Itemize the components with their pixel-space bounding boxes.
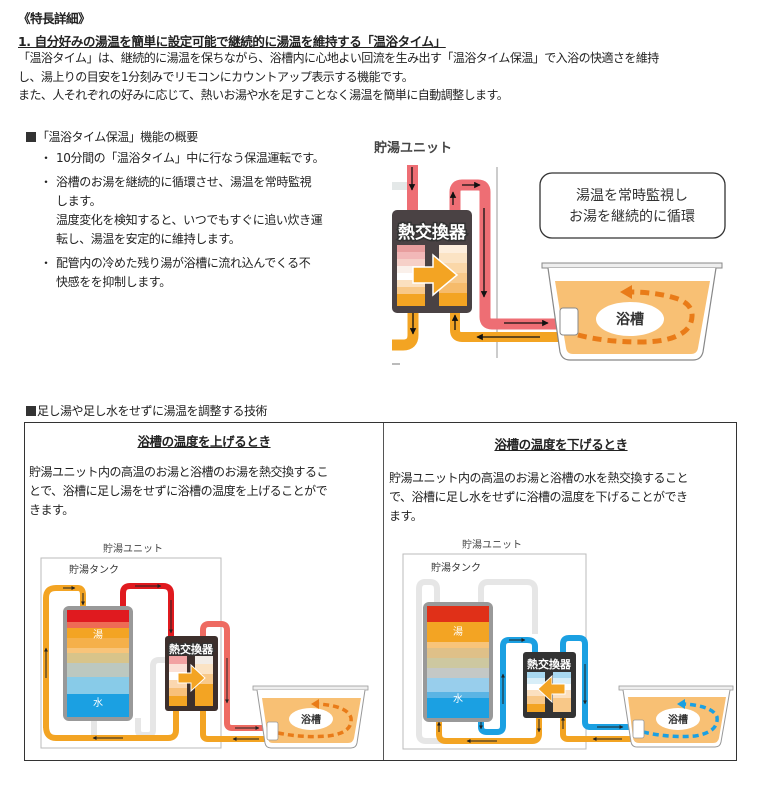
bathtub <box>252 685 369 749</box>
bullet-dot: ・ <box>40 256 52 270</box>
bullet-dot: ・ <box>40 151 52 165</box>
storage-tank <box>423 602 493 722</box>
intro-line: し、湯上りの目安を1分刻みでリモコンにカウントアップ表示する機能です。 <box>18 69 414 84</box>
warm-pipe <box>450 310 570 342</box>
feature-intro: 「温浴タイム」は、継続的に湯温を保ちながら、浴槽内に心地よい回流を生み出す「温浴… <box>18 49 758 105</box>
column-text-lower: 貯湯ユニット内の高温のお湯と浴槽の水を熱交換すること で、浴槽に足し水をせずに浴… <box>389 469 737 526</box>
lower-temp-diagram: 貯湯ユニット 貯湯タンク <box>402 538 734 750</box>
hot-label: 湯 <box>93 628 103 641</box>
warm-pipe <box>560 712 633 742</box>
storage-tank <box>63 606 133 721</box>
overview-bullets: ・ 10分間の「温浴タイム」中に行なう保温運転です。 ・ 浴槽のお湯を継続的に循… <box>40 149 360 297</box>
technique-title-text: 足し湯や足し水をせずに湯温を調整する技術 <box>37 404 268 418</box>
column-title-lower: 浴槽の温度を下げるとき <box>494 437 628 452</box>
pipe-stub <box>392 182 418 190</box>
text-line: 貯湯ユニット内の高温のお湯と浴槽のお湯を熱交換するこ <box>29 465 329 479</box>
heat-exchanger <box>523 652 576 718</box>
overview-title: 「温浴タイム保温」機能の概要 <box>26 128 198 145</box>
bullet-line: 快感をを抑制します。 <box>56 275 171 289</box>
tub-label: 浴槽 <box>301 713 321 726</box>
bullet-line: 温度変化を検知すると、いつでもすぐに追い炊き運 <box>56 213 323 227</box>
hot-label: 湯 <box>453 625 463 638</box>
blue-pipe <box>560 635 633 730</box>
bathtub <box>541 262 723 361</box>
square-bullet-icon <box>26 406 36 416</box>
bullet-line: 浴槽のお湯を継続的に循環させ、湯温を常時監視 <box>56 175 312 189</box>
cold-label: 水 <box>453 693 463 705</box>
intro-line: 「温浴タイム」は、継続的に湯温を保ちながら、浴槽内に心地よい回流を生み出す「温浴… <box>18 51 659 65</box>
hot-pipe <box>449 179 570 330</box>
raise-temp-diagram: 貯湯ユニット 貯湯タンク 湯 水 <box>40 542 369 749</box>
intro-line: また、人それぞれの好みに応じて、熱いお湯や水を足すことなく湯温を簡単に自動調整し… <box>18 88 509 102</box>
feature-heading: 1. 自分好みの湯温を簡単に設定可能で継続的に湯温を維持する「温浴タイム」 <box>18 34 446 49</box>
text-line: ます。 <box>389 509 423 523</box>
warm-pipe <box>200 708 269 742</box>
pipe-stub <box>392 363 400 365</box>
heat-exchanger <box>165 636 218 711</box>
warm-pipe <box>392 310 419 351</box>
circulation-diagram: 貯湯ユニット 熱交換器 湯温を常時監視し お湯を継続的に循環 <box>374 140 726 365</box>
section-label: 《特長詳細》 <box>18 11 91 26</box>
bullet-item: ・ 浴槽のお湯を継続的に循環させ、湯温を常時監視 します。 温度変化を検知すると… <box>40 173 360 249</box>
text-line: とで、浴槽に足し湯をせずに浴槽の温度を上げることがで <box>29 484 328 498</box>
unit-label: 貯湯ユニット <box>462 538 522 551</box>
unit-label: 貯湯ユニット <box>103 542 163 555</box>
callout-line: お湯を継続的に循環 <box>569 208 695 225</box>
bullet-line: 転し、湯温を安定的に維持します。 <box>56 232 241 246</box>
bullet-line: します。 <box>56 194 102 208</box>
tub-label: 浴槽 <box>616 311 644 328</box>
bullet-item: ・ 10分間の「温浴タイム」中に行なう保温運転です。 <box>40 149 360 168</box>
exchanger-label: 熱交換器 <box>169 642 214 656</box>
bullet-dot: ・ <box>40 175 52 189</box>
warm-pipe <box>43 708 179 741</box>
technique-title: 足し湯や足し水をせずに湯温を調整する技術 <box>26 402 268 419</box>
text-line: きます。 <box>29 503 74 517</box>
bullet-item: ・ 配管内の冷めた残り湯が浴槽に流れ込んでくる不 快感をを抑制します。 <box>40 254 360 292</box>
idle-pipe <box>416 579 447 744</box>
heat-exchanger <box>392 210 472 313</box>
cold-label: 水 <box>93 697 103 709</box>
unit-label: 貯湯ユニット <box>374 140 452 156</box>
text-line: 貯湯ユニット内の高温のお湯と浴槽の水を熱交換すること <box>389 471 689 485</box>
technique-table: 浴槽の温度を上げるとき 貯湯ユニット内の高温のお湯と浴槽のお湯を熱交換するこ と… <box>24 422 737 761</box>
exchanger-label: 熱交換器 <box>398 222 467 243</box>
tank-label: 貯湯タンク <box>69 563 119 576</box>
column-text-raise: 貯湯ユニット内の高温のお湯と浴槽のお湯を熱交換するこ とで、浴槽に足し湯をせずに… <box>29 463 381 520</box>
square-bullet-icon <box>26 132 36 142</box>
tank-label: 貯湯タンク <box>431 561 481 574</box>
callout-line: 湯温を常時監視し <box>576 187 688 204</box>
exchanger-label: 熱交換器 <box>527 657 572 671</box>
overview-title-text: 「温浴タイム保温」機能の概要 <box>37 130 198 144</box>
bullet-line: 配管内の冷めた残り湯が浴槽に流れ込んでくる不 <box>56 256 311 270</box>
column-title-raise: 浴槽の温度を上げるとき <box>137 434 271 449</box>
idle-pipe <box>478 579 538 634</box>
bathtub <box>618 685 734 748</box>
bullet-line: 10分間の「温浴タイム」中に行なう保温運転です。 <box>56 151 325 165</box>
text-line: で、浴槽に足し水をせずに浴槽の温度を下げることができ <box>389 490 688 504</box>
hot-pipe <box>200 621 269 731</box>
table-divider <box>383 423 384 760</box>
callout-box <box>539 172 726 239</box>
tub-label: 浴槽 <box>668 713 688 726</box>
